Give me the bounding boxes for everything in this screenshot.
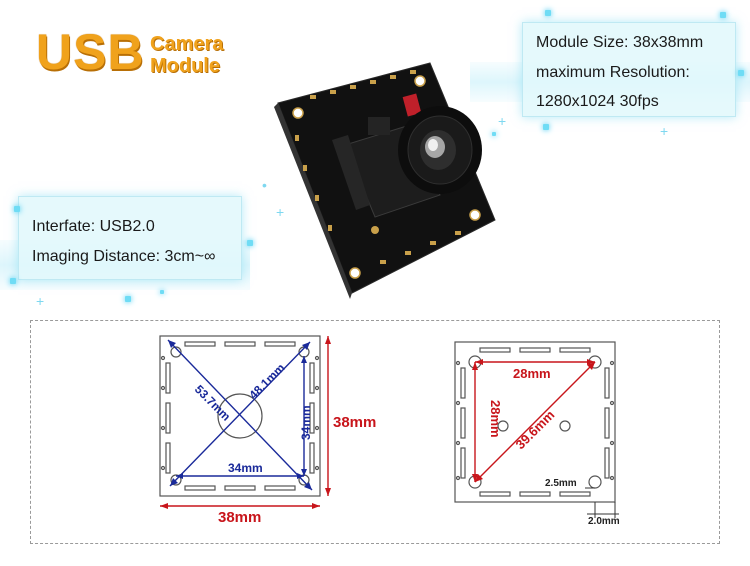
sparkle-icon: + [660, 123, 669, 139]
camera-module-photo [274, 62, 496, 299]
spec-interface: Interfate: USB2.0 [32, 218, 155, 235]
dim-diagonal-48: 48.1mm [246, 361, 288, 403]
dim-edge-offset: 2.0mm [588, 516, 620, 527]
spec-module-size: Module Size: 38x38mm [536, 34, 704, 51]
sparkle-icon: + [36, 293, 45, 309]
dim-inner-horizontal: 34mm [228, 461, 263, 475]
dim-outer-vertical: 38mm [333, 414, 376, 431]
spark [720, 12, 726, 18]
spark [543, 124, 549, 130]
dim-hole-horizontal: 28mm [513, 366, 551, 381]
spark [125, 296, 131, 302]
dim-hole-diagonal: 39.6mm [513, 407, 558, 452]
spark [738, 70, 744, 76]
dimension-drawing-right: 28mm 28mm 39.6mm 2.5mm 2.0mm [454, 341, 620, 527]
dim-diagonal-53: 53.7mm [192, 382, 234, 424]
sparkle-icon: + [498, 113, 507, 129]
dim-outer-horizontal: 38mm [218, 509, 261, 526]
spark [492, 132, 496, 136]
spec-imaging-distance: Imaging Distance: 3cm~∞ [32, 248, 216, 265]
spark [14, 206, 20, 212]
sparkle-icon: + [276, 204, 285, 220]
spark [10, 278, 16, 284]
spark [247, 240, 253, 246]
subtitle-line1: Camera [150, 33, 224, 55]
dim-hole-diameter: 2.5mm [545, 478, 577, 489]
spark [545, 10, 551, 16]
spec-box-left: Interfate: USB2.0 Imaging Distance: 3cm~… [18, 196, 242, 280]
dimension-drawing-left: 53.7mm 48.1mm 34mm 34mm 38mm 38mm [159, 335, 376, 526]
usb-title: USB [36, 24, 145, 80]
subtitle-line2: Module [150, 55, 220, 77]
subtitle: Camera Module [150, 33, 223, 77]
spec-box-right: Module Size: 38x38mm maximum Resolution:… [522, 22, 736, 117]
spec-resolution-label: maximum Resolution: [536, 64, 690, 81]
spec-resolution-value: 1280x1024 30fps [536, 93, 659, 110]
dim-inner-vertical: 34mm [299, 405, 313, 440]
dimension-drawings-frame [30, 320, 720, 544]
dim-hole-vertical: 28mm [488, 400, 503, 438]
sparkle-icon: • [262, 177, 267, 193]
spark [160, 290, 164, 294]
